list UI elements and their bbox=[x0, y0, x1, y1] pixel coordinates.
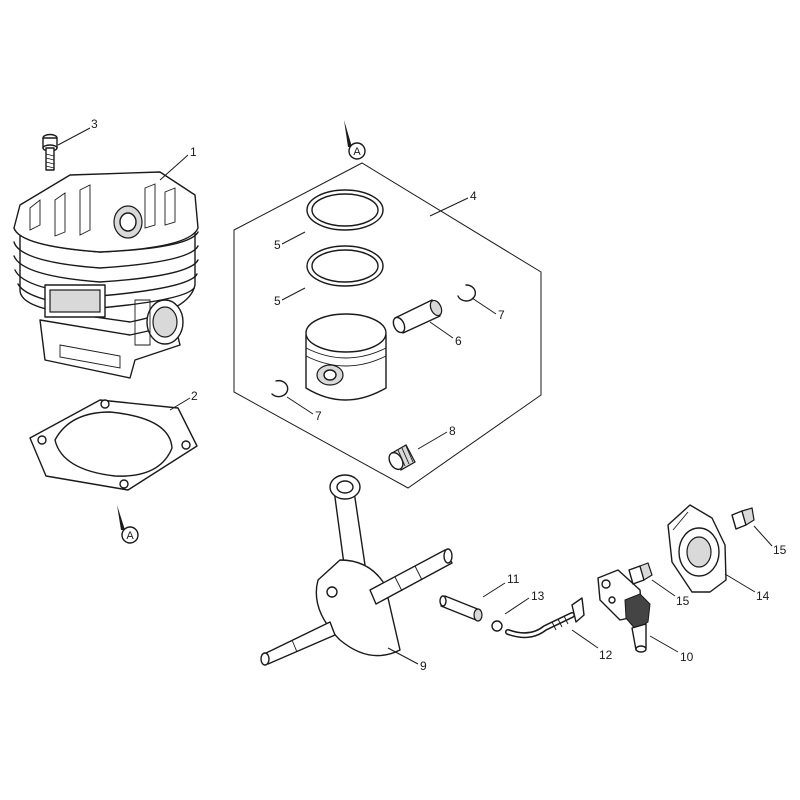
screw-pump-part bbox=[628, 562, 653, 585]
piston-part bbox=[305, 313, 387, 401]
callout-1: 1 bbox=[190, 145, 197, 159]
o-ring-part bbox=[491, 620, 503, 632]
piston-ring-upper bbox=[306, 189, 384, 231]
callout-5-upper: 5 bbox=[274, 238, 281, 252]
reference-label-top: A bbox=[353, 146, 361, 158]
callout-9: 9 bbox=[420, 659, 427, 673]
callout-14: 14 bbox=[756, 589, 770, 603]
callout-7-left: 7 bbox=[315, 409, 322, 423]
callout-8: 8 bbox=[449, 424, 456, 438]
callout-4: 4 bbox=[470, 189, 477, 203]
callout-15-plate: 15 bbox=[773, 543, 787, 557]
crankshaft-part bbox=[260, 474, 453, 666]
callout-7-right: 7 bbox=[498, 308, 505, 322]
piston-pin-part bbox=[392, 299, 443, 334]
oil-hose-part bbox=[505, 597, 585, 639]
needle-bearing-part bbox=[388, 444, 416, 471]
callout-numbers: 3 1 2 4 5 5 6 7 7 8 9 10 11 12 13 14 15 … bbox=[91, 117, 787, 673]
circlip-left bbox=[271, 379, 289, 398]
callout-13: 13 bbox=[531, 589, 545, 603]
callout-10: 10 bbox=[680, 650, 694, 664]
guide-plate-part bbox=[667, 504, 727, 593]
piston-kit-boundary bbox=[233, 162, 542, 489]
reference-arrow-bottom: A bbox=[117, 505, 139, 544]
callout-5-lower: 5 bbox=[274, 294, 281, 308]
callout-15-pump: 15 bbox=[676, 594, 690, 608]
callout-3: 3 bbox=[91, 117, 98, 131]
screw-plate-part bbox=[731, 507, 755, 530]
circlip-right bbox=[457, 284, 477, 302]
screw-part bbox=[42, 133, 58, 171]
callout-2: 2 bbox=[191, 389, 198, 403]
callout-12: 12 bbox=[599, 648, 613, 662]
leader-lines bbox=[57, 127, 773, 665]
plunger-part bbox=[439, 595, 483, 622]
gasket-part bbox=[29, 399, 198, 491]
reference-label-bottom: A bbox=[126, 530, 134, 542]
reference-arrow-top: A bbox=[344, 120, 366, 160]
callout-6: 6 bbox=[455, 334, 462, 348]
piston-ring-lower bbox=[306, 245, 384, 287]
callout-11: 11 bbox=[507, 572, 520, 586]
oil-pump-part bbox=[597, 569, 651, 653]
cylinder-part bbox=[13, 171, 199, 379]
